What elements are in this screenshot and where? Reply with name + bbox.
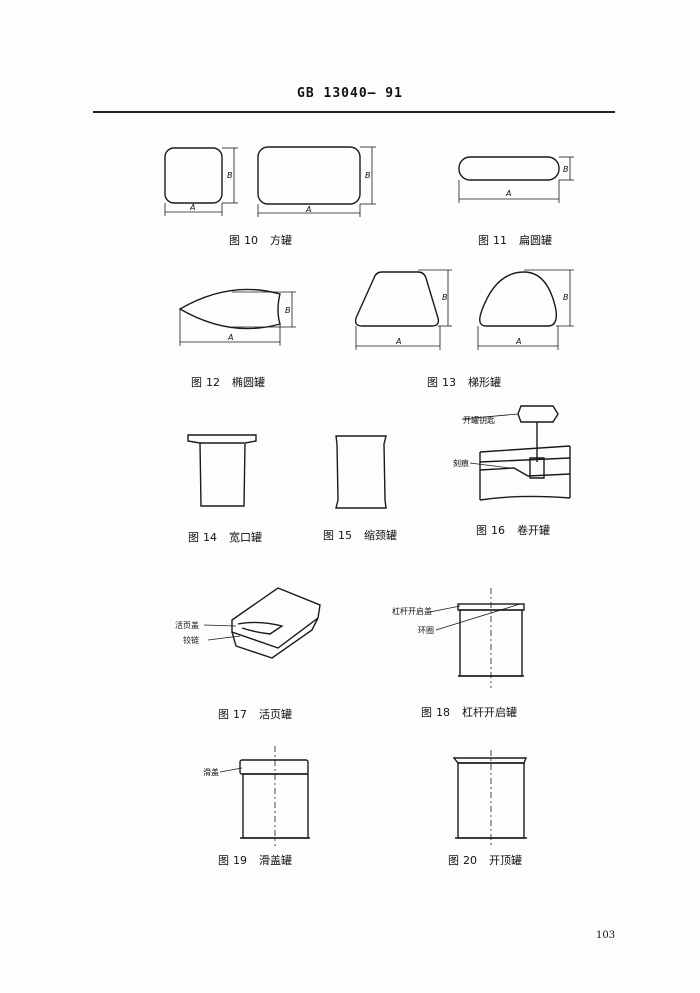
caption-title: 宽口罐 (229, 531, 262, 544)
dim-b-fig10b: B (365, 171, 371, 180)
caption-number: 19 (233, 854, 247, 867)
dim-b-fig10a: B (227, 171, 233, 180)
caption-number: 15 (338, 529, 352, 542)
caption-prefix: 图 (191, 376, 202, 389)
caption-title: 开顶罐 (489, 854, 522, 867)
caption-fig12: 图 12 椭圆罐 (191, 374, 265, 390)
caption-number: 18 (436, 706, 450, 719)
label-hinge: 铰链 (183, 636, 199, 645)
caption-title: 缩颈罐 (364, 529, 397, 542)
caption-title: 方罐 (270, 234, 292, 247)
fig20-open-top-can (452, 750, 528, 848)
caption-fig14: 图 14 宽口罐 (188, 529, 262, 545)
caption-prefix: 图 (229, 234, 240, 247)
standard-number-header: GB 13040— 91 (297, 86, 403, 101)
fig13-trapezoid-can-left (354, 269, 452, 350)
label-lever-lid: 杠杆开启盖 (392, 607, 432, 616)
dim-a-fig13b: A (515, 337, 521, 346)
caption-fig20: 图 20 开顶罐 (448, 852, 522, 868)
label-ring: 环圈 (418, 626, 434, 635)
caption-prefix: 图 (476, 524, 487, 537)
caption-fig13: 图 13 梯形罐 (427, 374, 501, 390)
dim-a-fig12: A (227, 333, 233, 342)
caption-fig15: 图 15 缩颈罐 (323, 527, 397, 543)
caption-number: 14 (203, 531, 217, 544)
fig11-flat-round-can (458, 156, 574, 203)
caption-number: 20 (463, 854, 477, 867)
caption-fig18: 图 18 杠杆开启罐 (421, 704, 517, 720)
dim-b-fig12: B (285, 306, 291, 315)
caption-title: 梯形罐 (468, 376, 501, 389)
label-hinged-lid: 活页盖 (175, 621, 199, 630)
fig12-oval-can (178, 288, 296, 346)
fig10-square-can-large (257, 146, 376, 217)
caption-title: 杠杆开启罐 (462, 706, 517, 719)
dim-b-fig13b: B (563, 293, 569, 302)
label-slide-lid: 滑盖 (203, 768, 219, 777)
caption-fig10: 图 10 方罐 (229, 232, 292, 248)
dim-a-fig11: A (505, 189, 511, 198)
caption-fig17: 图 17 活页罐 (218, 706, 292, 722)
fig18-lever-lid-can (429, 588, 525, 688)
dim-a-fig10b: A (305, 205, 311, 214)
caption-prefix: 图 (478, 234, 489, 247)
caption-prefix: 图 (421, 706, 432, 719)
page-number: 103 (596, 930, 616, 941)
caption-title: 活页罐 (259, 708, 292, 721)
caption-title: 扁圆罐 (519, 234, 552, 247)
fig15-necked-can (335, 435, 387, 509)
caption-title: 椭圆罐 (232, 376, 265, 389)
fig10-square-can-small (164, 147, 238, 216)
caption-prefix: 图 (218, 708, 229, 721)
caption-title: 滑盖罐 (259, 854, 292, 867)
caption-prefix: 图 (427, 376, 438, 389)
caption-number: 13 (442, 376, 456, 389)
dimension-labels: A B A B A B A B A B A B (189, 165, 569, 346)
dim-b-fig13a: B (442, 293, 448, 302)
dim-a-fig13a: A (395, 337, 401, 346)
caption-prefix: 图 (188, 531, 199, 544)
header-rule (93, 111, 615, 113)
caption-title: 卷开罐 (517, 524, 550, 537)
caption-prefix: 图 (218, 854, 229, 867)
caption-number: 11 (493, 234, 507, 247)
caption-number: 16 (491, 524, 505, 537)
dim-b-fig11: B (563, 165, 569, 174)
caption-fig16: 图 16 卷开罐 (476, 522, 550, 538)
fig17-hinged-lid-can (203, 587, 321, 659)
label-score-line: 刻痕 (453, 459, 469, 468)
caption-prefix: 图 (448, 854, 459, 867)
dim-a-fig10a: A (189, 203, 195, 212)
fig16-key-open-can (461, 405, 571, 501)
caption-number: 10 (244, 234, 258, 247)
fig14-wide-mouth-can (187, 434, 257, 507)
caption-prefix: 图 (323, 529, 334, 542)
caption-fig11: 图 11 扁圆罐 (478, 232, 552, 248)
fig19-slide-lid-can (219, 746, 310, 846)
caption-number: 17 (233, 708, 247, 721)
caption-number: 12 (206, 376, 220, 389)
fig13-trapezoid-can-right (477, 269, 574, 350)
label-opening-key: 开罐钥匙 (463, 416, 495, 425)
caption-fig19: 图 19 滑盖罐 (218, 852, 292, 868)
